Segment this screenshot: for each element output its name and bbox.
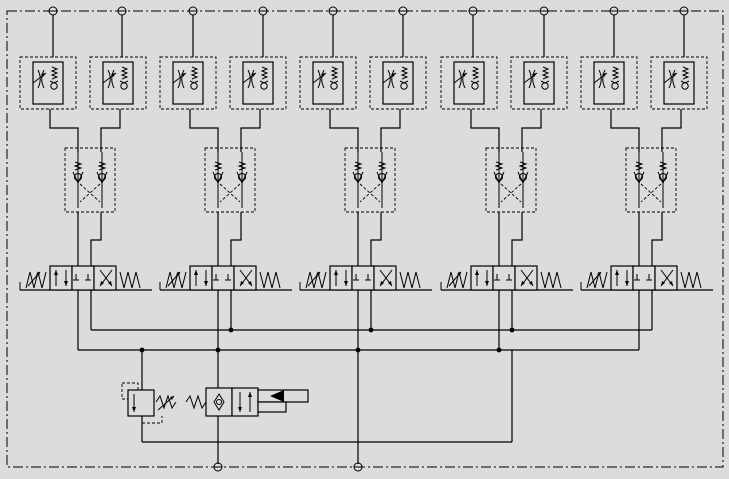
port-a4 xyxy=(468,6,478,16)
throttle-valve-1a xyxy=(19,56,77,110)
port-b4 xyxy=(539,6,549,16)
branch-1 xyxy=(19,6,153,350)
port-a5 xyxy=(609,6,619,16)
directional-valve-3 xyxy=(299,265,433,291)
pilot-check-valve-4 xyxy=(485,147,537,213)
port-b5 xyxy=(679,6,689,16)
throttle-valve-3a xyxy=(299,56,357,110)
port-a2 xyxy=(188,6,198,16)
throttle-valve-2a xyxy=(159,56,217,110)
port-a3 xyxy=(328,6,338,16)
branch-5 xyxy=(580,6,714,350)
supply-section xyxy=(121,350,513,472)
branch-2 xyxy=(159,6,293,350)
directional-valve-5 xyxy=(580,265,714,291)
pilot-check-valve-5 xyxy=(625,147,677,213)
throttle-valve-2b xyxy=(229,56,287,110)
throttle-valve-4b xyxy=(510,56,568,110)
directional-valve-1 xyxy=(19,265,153,291)
port-a1 xyxy=(48,6,58,16)
directional-valve-4 xyxy=(440,265,574,291)
throttle-valve-4a xyxy=(440,56,498,110)
port-t xyxy=(353,462,363,472)
pressure-relief-valve xyxy=(127,389,177,417)
throttle-valve-3b xyxy=(369,56,427,110)
port-b2 xyxy=(258,6,268,16)
pilot-check-valve-1 xyxy=(64,147,116,213)
branch-3 xyxy=(299,6,433,350)
throttle-valve-5a xyxy=(580,56,638,110)
port-b3 xyxy=(398,6,408,16)
branch-4 xyxy=(440,6,574,350)
solenoid-directional-valve xyxy=(185,387,309,417)
port-p xyxy=(213,462,223,472)
directional-valve-2 xyxy=(159,265,293,291)
port-b1 xyxy=(117,6,127,16)
pilot-check-valve-3 xyxy=(344,147,396,213)
throttle-valve-1b xyxy=(89,56,147,110)
pilot-check-valve-2 xyxy=(204,147,256,213)
throttle-valve-5b xyxy=(650,56,708,110)
manifold-lines xyxy=(78,327,652,353)
boundary-frame xyxy=(6,10,724,468)
